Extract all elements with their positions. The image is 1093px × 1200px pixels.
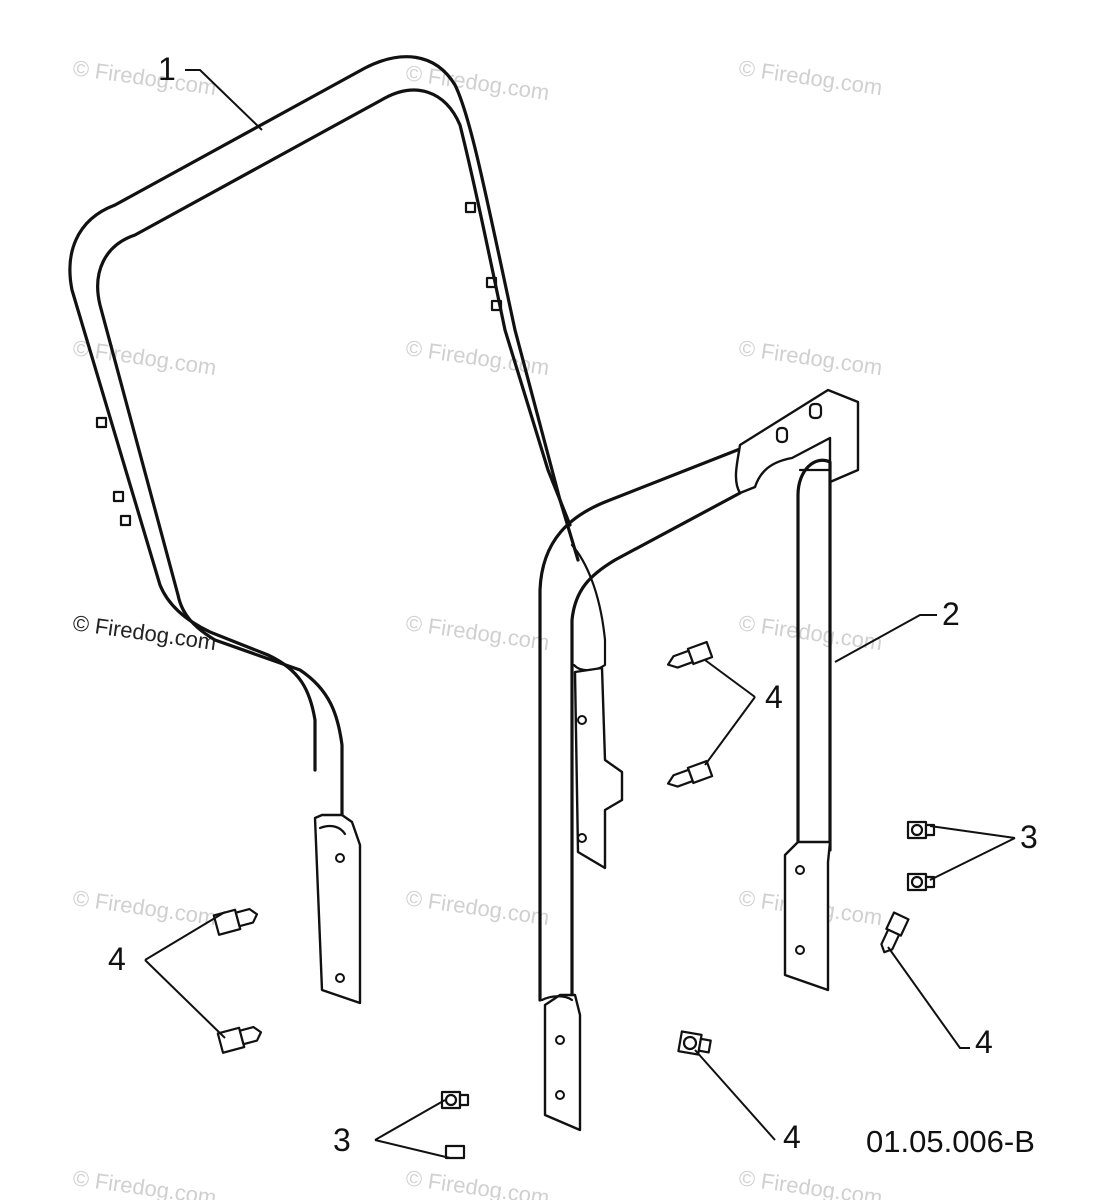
watermark: © Firedog.com bbox=[404, 60, 551, 105]
callout-part-1: 1 bbox=[158, 51, 176, 87]
callout-part-2: 2 bbox=[942, 596, 960, 632]
hoop-bracket bbox=[119, 514, 132, 527]
callouts: 1 2 4 3 4 4 3 4 bbox=[108, 51, 1038, 1158]
watermark: © Firedog.com bbox=[404, 1165, 551, 1200]
part-3-screws bbox=[440, 820, 936, 1160]
leader-lines bbox=[144, 69, 1016, 1159]
watermark: © Firedog.com bbox=[737, 610, 884, 655]
hoop-bracket bbox=[490, 299, 503, 312]
part-1-hoop bbox=[68, 55, 624, 1005]
part-4-bolts bbox=[212, 640, 910, 1056]
watermark: © Firedog.com bbox=[404, 610, 551, 655]
frame-right-foot-plate bbox=[783, 840, 832, 992]
hoop-bracket bbox=[112, 490, 125, 503]
watermark: © Firedog.com bbox=[404, 885, 551, 930]
watermark: © Firedog.com bbox=[71, 55, 218, 100]
screw-icon bbox=[444, 1144, 466, 1160]
screw-icon bbox=[906, 872, 936, 892]
watermark-dark: © Firedog.com bbox=[71, 610, 218, 655]
callout-part-3-right: 3 bbox=[1020, 819, 1038, 855]
hoop-bracket bbox=[95, 416, 108, 429]
watermark: © Firedog.com bbox=[404, 335, 551, 380]
part-2-frame bbox=[538, 388, 860, 1132]
bolt-icon bbox=[666, 759, 714, 788]
hoop-bracket bbox=[464, 201, 477, 214]
callout-part-3-bottom: 3 bbox=[333, 1122, 351, 1158]
watermarks: © Firedog.com © Firedog.com © Firedog.co… bbox=[71, 55, 884, 1200]
callout-part-4-right: 4 bbox=[975, 1024, 993, 1060]
hoop-right-leg-plate bbox=[573, 666, 624, 870]
bolt-icon bbox=[212, 907, 259, 936]
watermark: © Firedog.com bbox=[737, 55, 884, 100]
hoop-left-leg-plate bbox=[313, 813, 362, 1005]
screw-icon bbox=[440, 1090, 470, 1110]
frame-left-foot-plate bbox=[543, 993, 582, 1132]
bolt-icon bbox=[666, 640, 714, 669]
bolt-icon bbox=[880, 911, 910, 954]
watermark: © Firedog.com bbox=[737, 335, 884, 380]
document-number: 01.05.006-B bbox=[866, 1124, 1035, 1159]
callout-part-4-center: 4 bbox=[765, 679, 783, 715]
watermark: © Firedog.com bbox=[71, 1165, 218, 1200]
frame-top-bracket bbox=[734, 388, 860, 495]
watermark: © Firedog.com bbox=[71, 885, 218, 930]
screw-icon bbox=[906, 820, 936, 840]
bolt-icon bbox=[677, 1030, 712, 1056]
bolt-icon bbox=[216, 1025, 263, 1054]
callout-part-4-left: 4 bbox=[108, 941, 126, 977]
hoop-bracket bbox=[485, 276, 498, 289]
callout-part-4-bottom: 4 bbox=[783, 1119, 801, 1155]
watermark: © Firedog.com bbox=[737, 1165, 884, 1200]
